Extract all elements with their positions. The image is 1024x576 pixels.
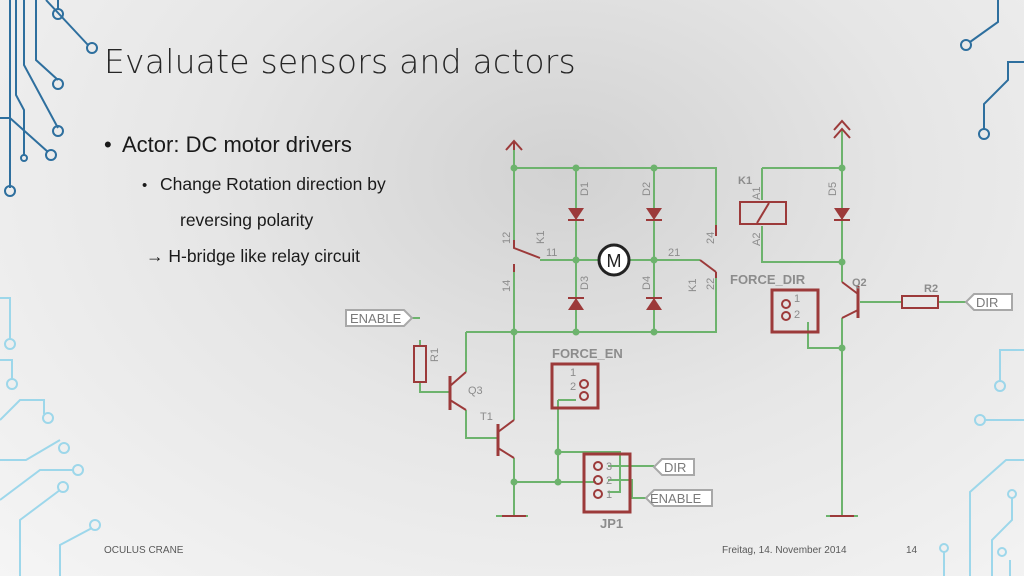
svg-text:21: 21 bbox=[668, 247, 680, 259]
svg-text:1: 1 bbox=[606, 489, 612, 501]
supply-arrow-icon bbox=[833, 119, 851, 139]
transistor-t1: T1 bbox=[480, 411, 515, 459]
svg-text:14: 14 bbox=[501, 280, 513, 292]
svg-text:11: 11 bbox=[546, 247, 557, 259]
svg-text:Q2: Q2 bbox=[852, 277, 867, 289]
svg-text:2: 2 bbox=[606, 475, 612, 487]
bullet-item: • Actor: DC motor drivers bbox=[104, 132, 352, 158]
resistor-r2: R2 bbox=[901, 283, 939, 309]
svg-text:2: 2 bbox=[570, 381, 576, 393]
svg-text:R2: R2 bbox=[924, 283, 938, 295]
svg-text:12: 12 bbox=[501, 232, 513, 244]
dc-motor: M bbox=[597, 243, 631, 277]
svg-text:D4: D4 bbox=[641, 276, 653, 290]
sub-bullet-item: • Change Rotation direction by bbox=[142, 174, 386, 195]
signal-label-enable: ENABLE bbox=[345, 309, 414, 327]
arrow-bullet-item: → H-bridge like relay circuit bbox=[146, 246, 360, 266]
svg-text:3: 3 bbox=[606, 461, 612, 473]
svg-text:K1: K1 bbox=[687, 279, 699, 292]
bullet-dot-icon: • bbox=[142, 177, 148, 194]
svg-text:D1: D1 bbox=[579, 182, 591, 196]
resistor-r1: R1 bbox=[413, 345, 441, 383]
signal-label-dir: DIR bbox=[964, 293, 1013, 311]
svg-text:T1: T1 bbox=[480, 411, 493, 423]
svg-text:D2: D2 bbox=[641, 182, 653, 196]
bullet-dot-icon: • bbox=[104, 132, 112, 157]
signal-label-dir: DIR bbox=[652, 458, 695, 476]
footer-date: Freitag, 14. November 2014 bbox=[722, 545, 847, 556]
diode-d2: D2 bbox=[641, 182, 662, 221]
relay-switch-left: 12 11 14 K1 bbox=[501, 231, 557, 292]
svg-text:R1: R1 bbox=[429, 348, 441, 362]
svg-text:JP1: JP1 bbox=[600, 516, 623, 531]
svg-text:DIR: DIR bbox=[664, 460, 686, 475]
relay-coil-k1: K1 A1 A2 bbox=[738, 175, 787, 246]
jumper-force-dir: 1 2 FORCE_DIR bbox=[730, 272, 820, 334]
bullet-text: Change Rotation direction by bbox=[160, 174, 386, 194]
svg-text:A1: A1 bbox=[751, 187, 763, 200]
jumper-force-en: 1 2 FORCE_EN bbox=[550, 346, 623, 410]
svg-text:DIR: DIR bbox=[976, 295, 998, 310]
transistor-q2: Q2 bbox=[841, 277, 867, 319]
svg-text:D3: D3 bbox=[579, 276, 591, 290]
wire-junctions bbox=[510, 164, 846, 486]
diode-d5: D5 bbox=[827, 182, 850, 221]
relay-switch-right: 21 24 22 K1 bbox=[668, 225, 717, 292]
bullet-text: Actor: DC motor drivers bbox=[122, 132, 352, 157]
diode-d3: D3 bbox=[568, 276, 591, 310]
diode-d1: D1 bbox=[568, 182, 591, 221]
footer-presentation-name: OCULUS CRANE bbox=[104, 545, 184, 556]
diode-d4: D4 bbox=[641, 276, 662, 310]
svg-text:1: 1 bbox=[794, 293, 800, 305]
sub-bullet-continuation: reversing polarity bbox=[180, 210, 314, 230]
footer-page-number: 14 bbox=[906, 545, 918, 556]
signal-label-enable: ENABLE bbox=[644, 489, 713, 507]
svg-text:2: 2 bbox=[794, 309, 800, 321]
svg-text:K1: K1 bbox=[535, 231, 547, 244]
svg-text:A2: A2 bbox=[751, 233, 763, 246]
svg-text:1: 1 bbox=[570, 367, 576, 379]
svg-text:24: 24 bbox=[705, 232, 717, 244]
svg-text:M: M bbox=[607, 251, 622, 271]
transistor-q3: Q3 bbox=[448, 371, 483, 411]
svg-text:D5: D5 bbox=[827, 182, 839, 196]
svg-text:ENABLE: ENABLE bbox=[650, 491, 702, 506]
svg-text:FORCE_DIR: FORCE_DIR bbox=[730, 272, 806, 287]
svg-text:FORCE_EN: FORCE_EN bbox=[552, 346, 623, 361]
svg-text:22: 22 bbox=[705, 278, 717, 290]
supply-arrow-icon bbox=[505, 139, 523, 151]
slide-title: Evaluate sensors and actors bbox=[104, 42, 576, 81]
svg-text:Q3: Q3 bbox=[468, 385, 483, 397]
svg-text:K1: K1 bbox=[738, 175, 752, 187]
svg-text:ENABLE: ENABLE bbox=[350, 311, 402, 326]
jumper-jp1: 3 2 1 JP1 bbox=[582, 452, 632, 531]
